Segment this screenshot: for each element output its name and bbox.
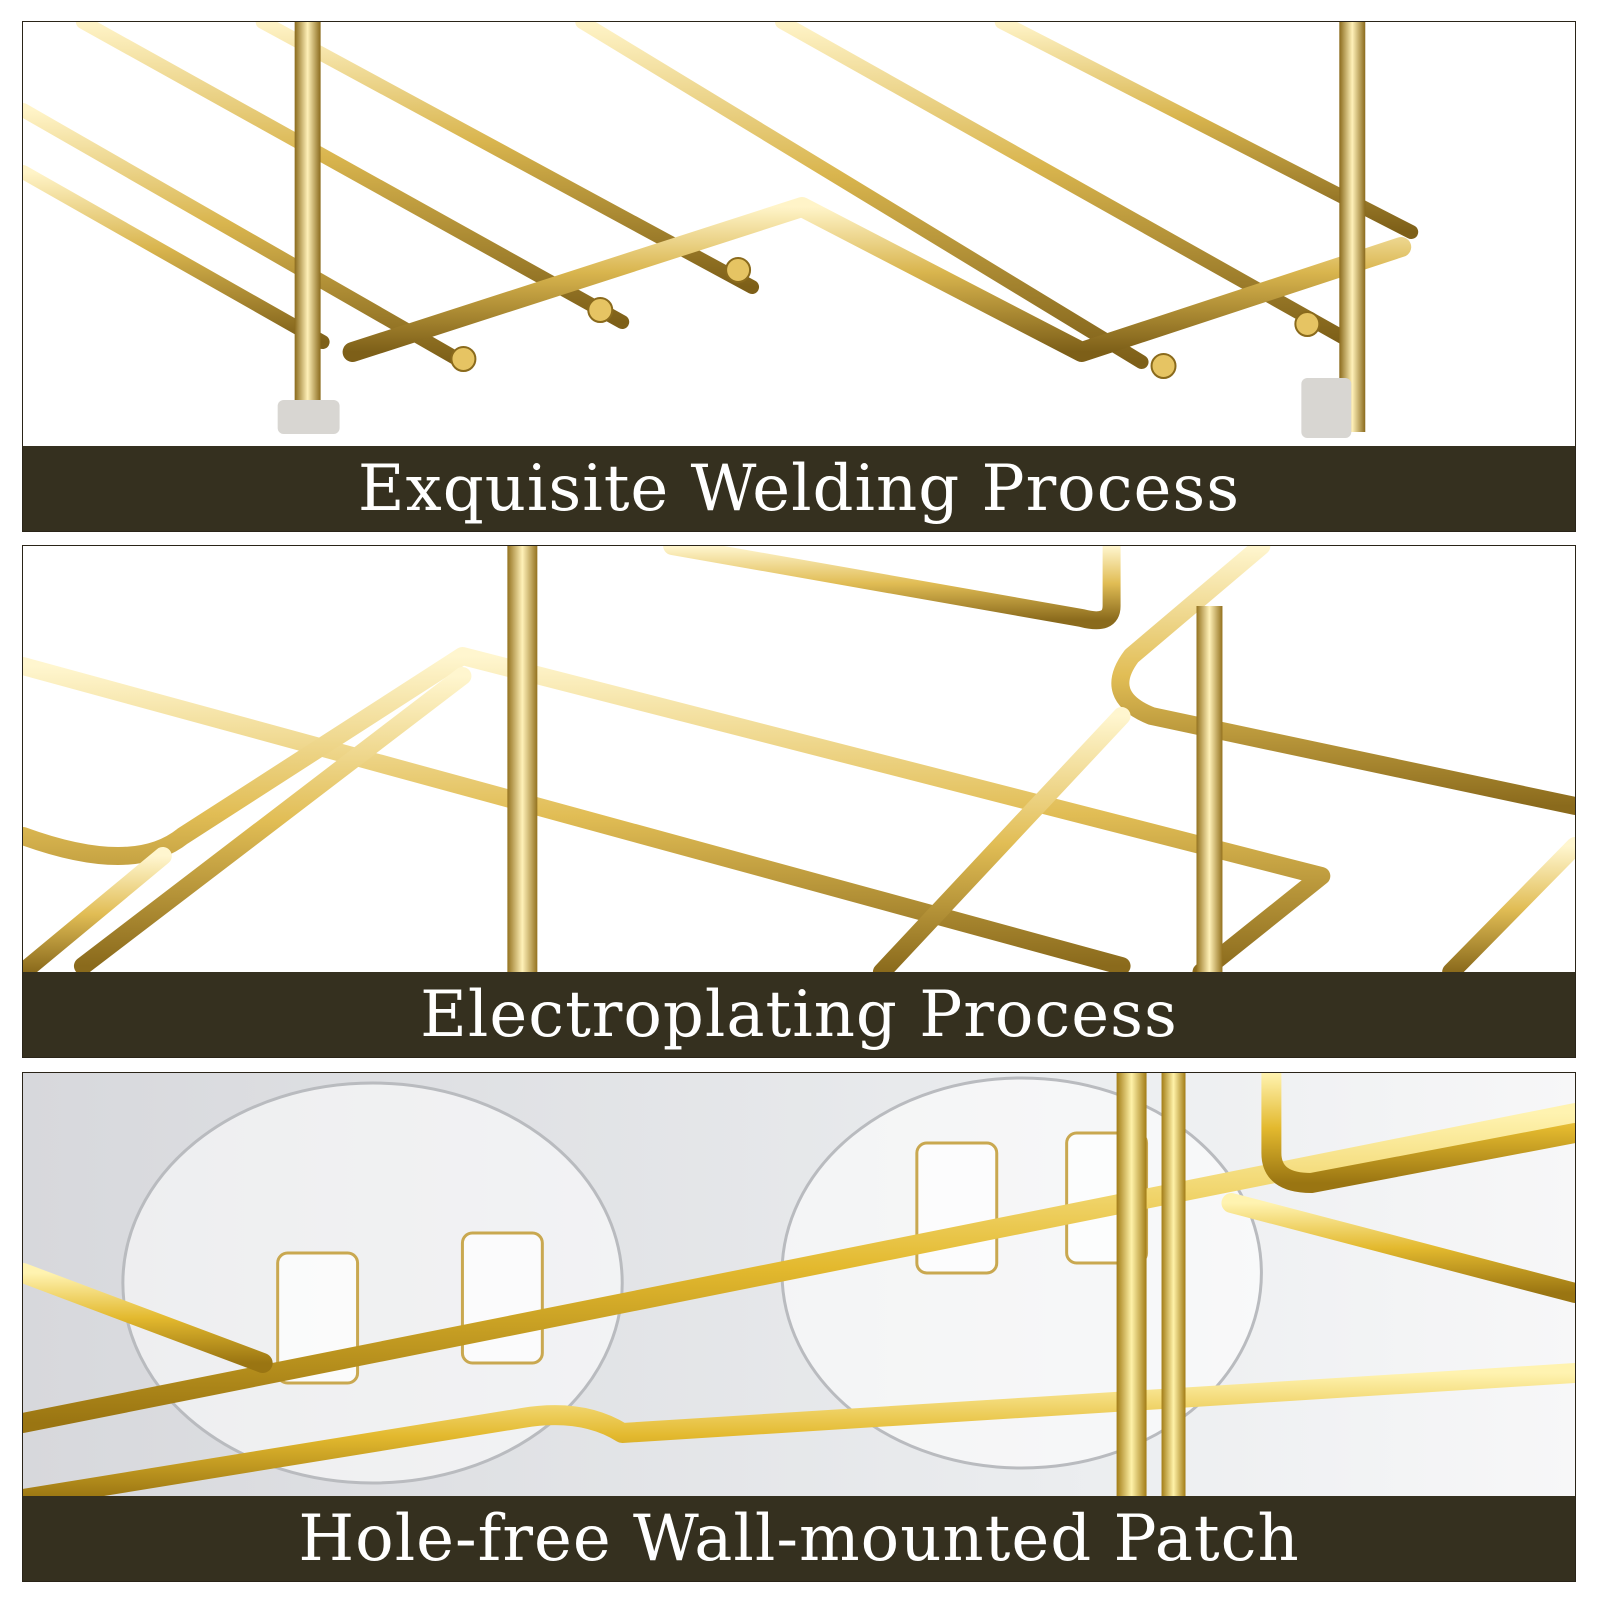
- caption-welding: Exquisite Welding Process: [357, 451, 1241, 526]
- caption-wall-patch: Hole-free Wall-mounted Patch: [298, 1501, 1300, 1576]
- feature-panel-welding: Exquisite Welding Process: [22, 21, 1576, 532]
- caption-electroplating: Electroplating Process: [420, 977, 1178, 1052]
- feature-panel-wall-patch: Hole-free Wall-mounted Patch: [22, 1072, 1576, 1582]
- feature-panel-electroplating: Electroplating Process: [22, 545, 1576, 1058]
- caption-bar: Electroplating Process: [23, 972, 1575, 1057]
- caption-bar: Hole-free Wall-mounted Patch: [23, 1496, 1575, 1581]
- electroplating-detail-photo: [23, 546, 1575, 972]
- caption-bar: Exquisite Welding Process: [23, 446, 1575, 531]
- welding-detail-photo: [23, 22, 1575, 448]
- wall-patch-detail-photo: [23, 1073, 1575, 1499]
